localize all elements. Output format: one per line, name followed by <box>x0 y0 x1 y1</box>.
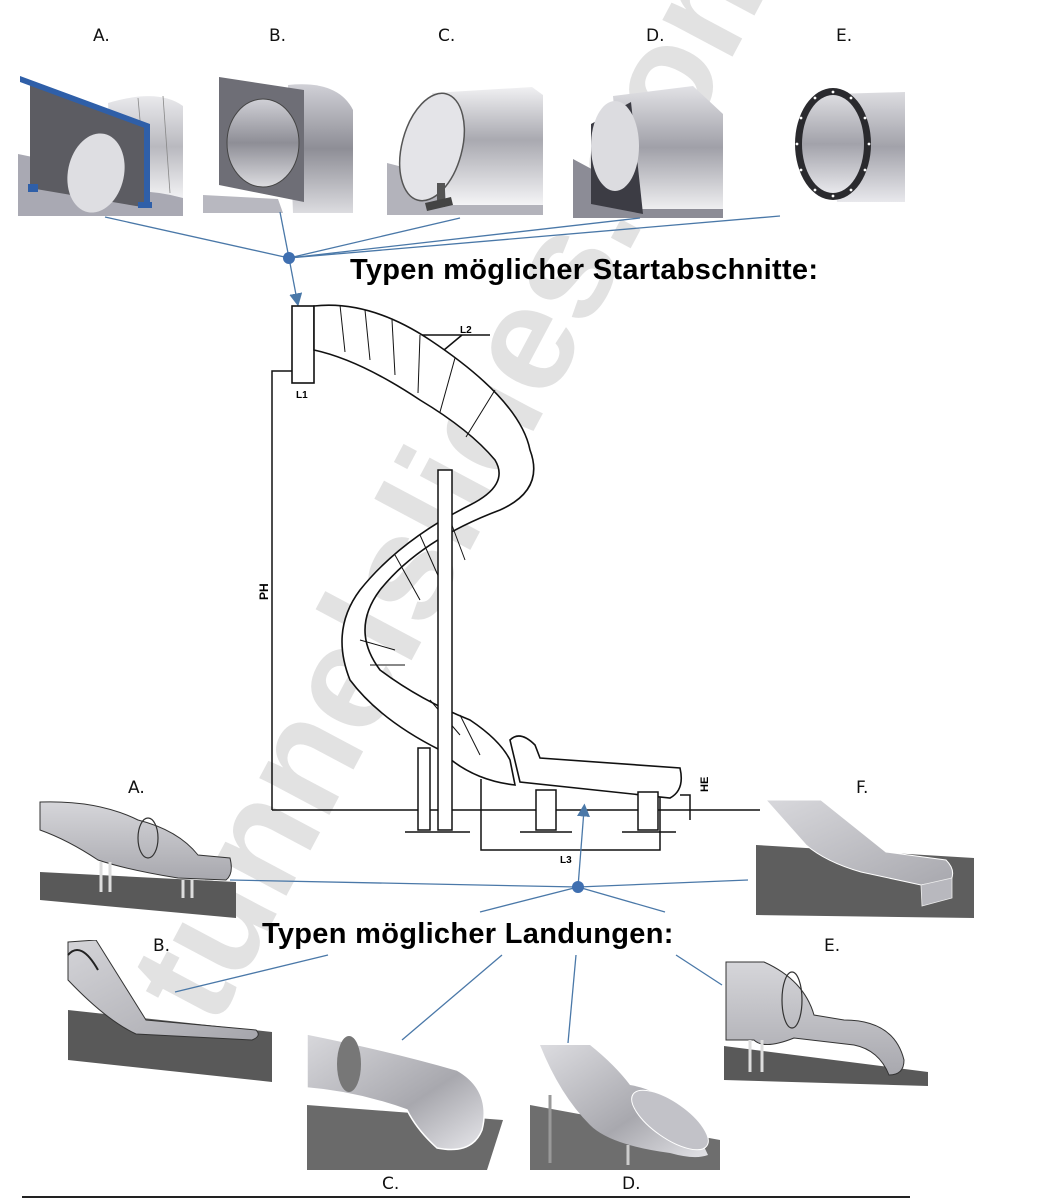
landing-image-d <box>530 1045 720 1170</box>
landing-label-c: C. <box>382 1174 400 1194</box>
landing-image-f <box>756 800 974 918</box>
he-dimension-line <box>680 794 691 820</box>
landings-title: Typen möglicher Landungen: <box>262 918 674 950</box>
landing-image-a <box>38 800 236 918</box>
dim-l1: L1 <box>296 390 308 401</box>
landing-connector-lines <box>174 803 749 1044</box>
landing-hub <box>572 881 584 893</box>
start-label-a: A. <box>93 26 110 46</box>
start-label-e: E. <box>836 26 853 46</box>
landing-label-d: D. <box>622 1174 641 1194</box>
landing-image-b <box>66 940 272 1082</box>
dim-ph: PH <box>257 583 271 600</box>
landing-label-f: F. <box>856 778 869 798</box>
start-image-b <box>203 75 355 213</box>
start-label-c: C. <box>438 26 456 46</box>
slide-tube <box>291 304 683 799</box>
start-hub <box>283 252 295 264</box>
dim-l3: L3 <box>560 855 572 866</box>
l3-dimension-line <box>480 779 661 851</box>
dim-he: HE <box>699 777 711 792</box>
start-connector-lines <box>104 211 781 307</box>
landing-label-e: E. <box>824 936 841 956</box>
start-sections-title: Typen möglicher Startabschnitte: <box>350 254 819 286</box>
landing-image-e <box>724 960 928 1086</box>
bottom-divider <box>22 1196 910 1198</box>
start-label-b: B. <box>269 26 287 46</box>
landing-image-c <box>307 1030 503 1170</box>
landing-label-a: A. <box>128 778 145 798</box>
dim-l2: L2 <box>460 325 472 336</box>
landing-label-b: B. <box>153 936 171 956</box>
start-image-c <box>387 85 543 215</box>
start-image-d <box>573 84 723 218</box>
support-structure <box>405 469 676 833</box>
ph-dimension-line <box>271 370 292 810</box>
start-image-e <box>787 84 905 208</box>
start-image-a <box>18 68 183 216</box>
start-label-d: D. <box>646 26 665 46</box>
